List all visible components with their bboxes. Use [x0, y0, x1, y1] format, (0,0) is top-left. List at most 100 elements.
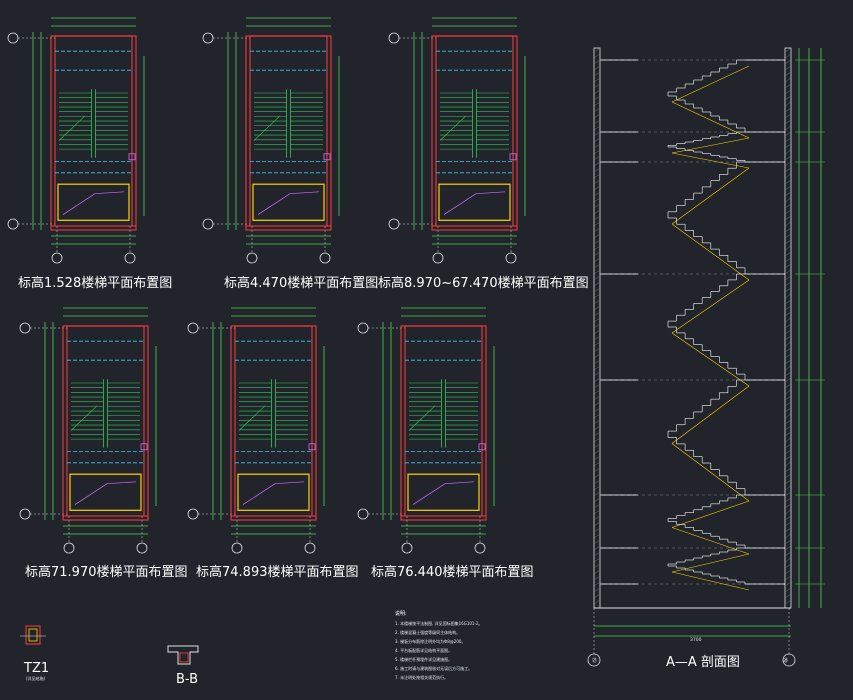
- wall-hatch: [593, 509, 601, 515]
- wall-hatch: [784, 125, 792, 131]
- column-mark: [323, 153, 331, 161]
- wall-hatch: [784, 581, 792, 587]
- axis-bubble: [51, 252, 63, 264]
- wall-left: [50, 35, 56, 227]
- wall-hatch: [784, 95, 792, 101]
- wall-right: [512, 35, 518, 227]
- break-line: [58, 115, 86, 141]
- bb-section: [167, 645, 199, 665]
- wall-hatch: [593, 551, 601, 557]
- plan-title-3: 标高8.970~67.470楼梯平面布置图: [378, 275, 589, 291]
- wall-hatch: [593, 473, 601, 479]
- wall-hatch: [593, 317, 601, 323]
- notes-line: 2. 楼梯混凝土强度等级同主体结构。: [395, 629, 460, 635]
- wall-hatch: [593, 443, 601, 449]
- wall-hatch: [593, 311, 601, 317]
- axis-bubble: [187, 508, 199, 520]
- wall-hatch: [593, 599, 601, 605]
- slab-edge: [242, 483, 276, 505]
- wall-hatch: [593, 95, 601, 101]
- tz1-rebar: [28, 628, 38, 642]
- wall-hatch: [784, 371, 792, 377]
- wall-hatch: [593, 491, 601, 497]
- wall-hatch: [784, 47, 792, 53]
- landing-slab: [252, 183, 325, 221]
- plan-title-5: 标高74.893楼梯平面布置图: [196, 564, 359, 580]
- landing-slab: [69, 473, 142, 511]
- wall-hatch: [593, 221, 601, 227]
- wall-hatch: [593, 485, 601, 491]
- wall-hatch: [593, 209, 601, 215]
- wall-right: [481, 325, 487, 517]
- axis-bubble: [19, 508, 31, 520]
- detail-title-bb: B-B: [176, 672, 198, 687]
- wall-hatch: [784, 575, 792, 581]
- axis-bubble: [202, 32, 214, 44]
- landing-slab: [407, 473, 480, 511]
- wall-hatch: [784, 263, 792, 269]
- wall-hatch: [784, 521, 792, 527]
- notes-block: 说明: 1. 本楼梯按平法制图, 详见国标图集16G101-2。 2. 楼梯混凝…: [395, 610, 482, 680]
- wall-hatch: [593, 425, 601, 431]
- wall-hatch: [784, 461, 792, 467]
- wall-bottom: [62, 515, 149, 521]
- landing-slab: [57, 183, 130, 221]
- axis-bubble: [401, 542, 413, 554]
- wall-right: [326, 35, 332, 227]
- wall-hatch: [593, 449, 601, 455]
- wall-hatch: [784, 89, 792, 95]
- wall-hatch: [784, 347, 792, 353]
- wall-hatch: [593, 359, 601, 365]
- wall-hatch: [784, 533, 792, 539]
- plan-title-4: 标高71.970楼梯平面布置图: [25, 564, 188, 580]
- slab-edge: [106, 481, 137, 485]
- wall-hatch: [593, 515, 601, 521]
- axis-bubble: [19, 322, 31, 334]
- wall-hatch: [784, 185, 792, 191]
- wall-hatch: [593, 173, 601, 179]
- wall-hatch: [593, 101, 601, 107]
- wall-hatch: [784, 425, 792, 431]
- wall-hatch: [784, 71, 792, 77]
- wall-hatch: [784, 251, 792, 257]
- wall-hatch: [784, 101, 792, 107]
- wall-hatch: [593, 593, 601, 599]
- wall-hatch: [784, 209, 792, 215]
- section-a-a: [587, 47, 825, 667]
- wall-hatch: [784, 161, 792, 167]
- wall-hatch: [784, 233, 792, 239]
- wall-hatch: [593, 59, 601, 65]
- column-mark: [140, 443, 148, 451]
- notes-heading: 说明:: [395, 610, 407, 617]
- stair-slab: [671, 500, 750, 528]
- slab-edge: [443, 193, 477, 215]
- stair-slab: [671, 223, 750, 281]
- wall-hatch: [593, 401, 601, 407]
- axis-bubble: [388, 32, 400, 44]
- wall-hatch: [593, 581, 601, 587]
- wall-hatch: [593, 89, 601, 95]
- wall-hatch: [784, 449, 792, 455]
- stair-slab: [671, 167, 750, 225]
- wall-hatch: [784, 563, 792, 569]
- wall-hatch: [784, 545, 792, 551]
- wall-hatch: [593, 497, 601, 503]
- wall-hatch: [593, 563, 601, 569]
- wall-hatch: [593, 437, 601, 443]
- wall-hatch: [593, 275, 601, 281]
- wall-hatch: [784, 419, 792, 425]
- stair-slab: [671, 65, 750, 103]
- wall-hatch: [784, 401, 792, 407]
- wall-hatch: [784, 377, 792, 383]
- wall-hatch: [593, 179, 601, 185]
- wall-hatch: [593, 155, 601, 161]
- wall-hatch: [784, 275, 792, 281]
- wall-hatch: [784, 341, 792, 347]
- wall-hatch: [593, 557, 601, 563]
- notes-line: 7. 未注明处按相关规范执行。: [395, 674, 448, 680]
- wall-hatch: [593, 587, 601, 593]
- axis-bubble: [187, 322, 199, 334]
- wall-hatch: [784, 527, 792, 533]
- slab-edge: [274, 481, 305, 485]
- wall-hatch: [593, 503, 601, 509]
